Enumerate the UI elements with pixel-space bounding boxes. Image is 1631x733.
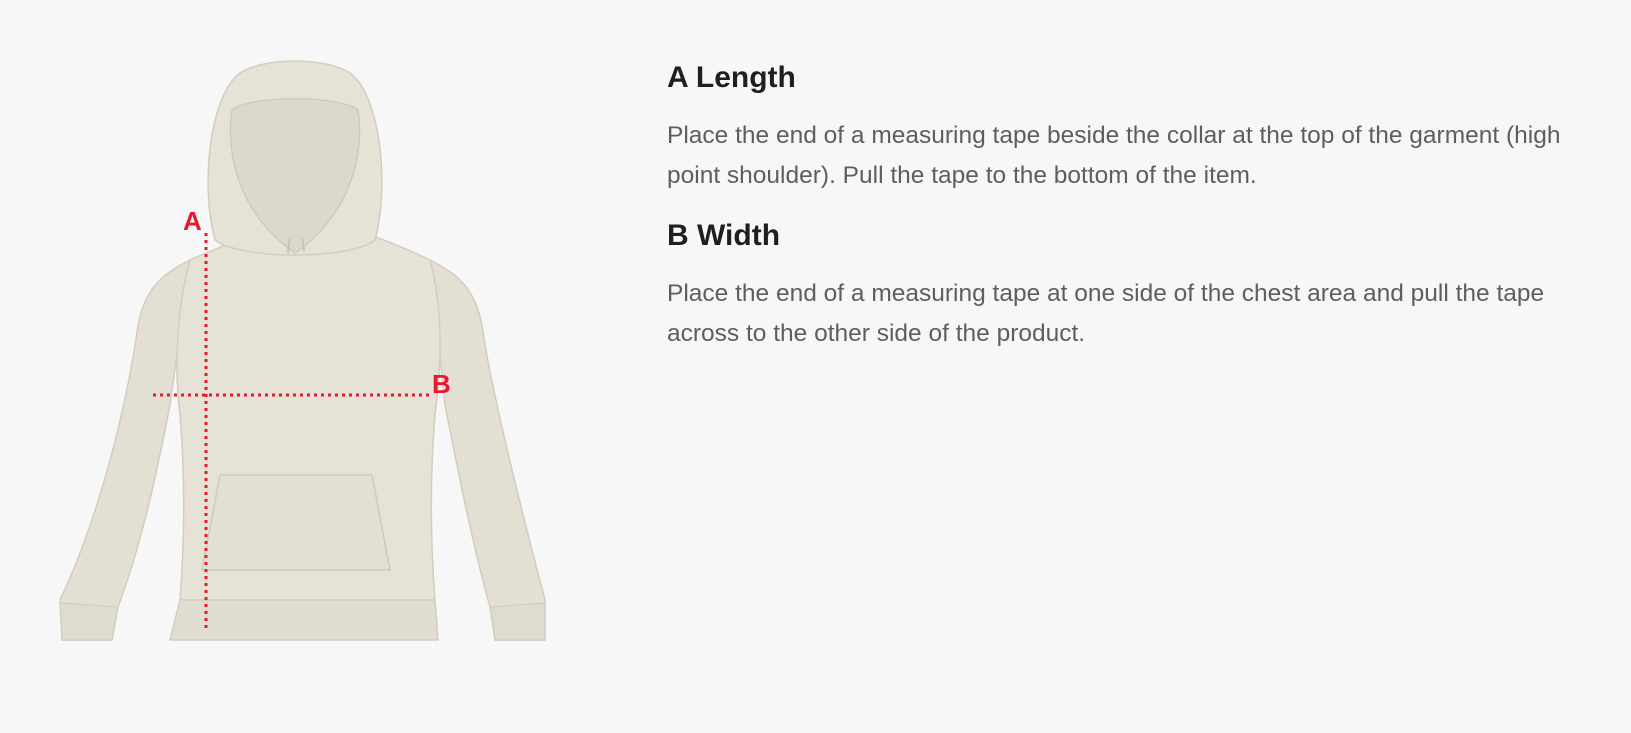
- measurement-instructions: A Length Place the end of a measuring ta…: [667, 58, 1617, 374]
- hoodie-shape: [59, 60, 546, 641]
- hoodie-measurement-diagram: A B: [50, 55, 560, 675]
- hoodie-illustration: A B: [59, 60, 546, 641]
- left-cuff: [59, 602, 119, 641]
- width-title: B Width: [667, 219, 781, 252]
- length-marker-label: A: [183, 206, 202, 236]
- right-sleeve: [429, 258, 546, 641]
- hood-opening: [229, 98, 361, 254]
- length-instructions: Place the end of a measuring tape beside…: [667, 122, 1561, 189]
- length-section: A Length Place the end of a measuring ta…: [667, 58, 1617, 196]
- front-pocket: [201, 474, 391, 571]
- width-marker-label: B: [432, 369, 451, 399]
- right-cuff: [489, 602, 546, 641]
- width-instructions: Place the end of a measuring tape at one…: [667, 280, 1545, 347]
- length-title: A Length: [667, 61, 796, 94]
- left-sleeve: [59, 258, 191, 641]
- width-section: B Width Place the end of a measuring tap…: [667, 216, 1617, 354]
- waistband: [169, 599, 439, 641]
